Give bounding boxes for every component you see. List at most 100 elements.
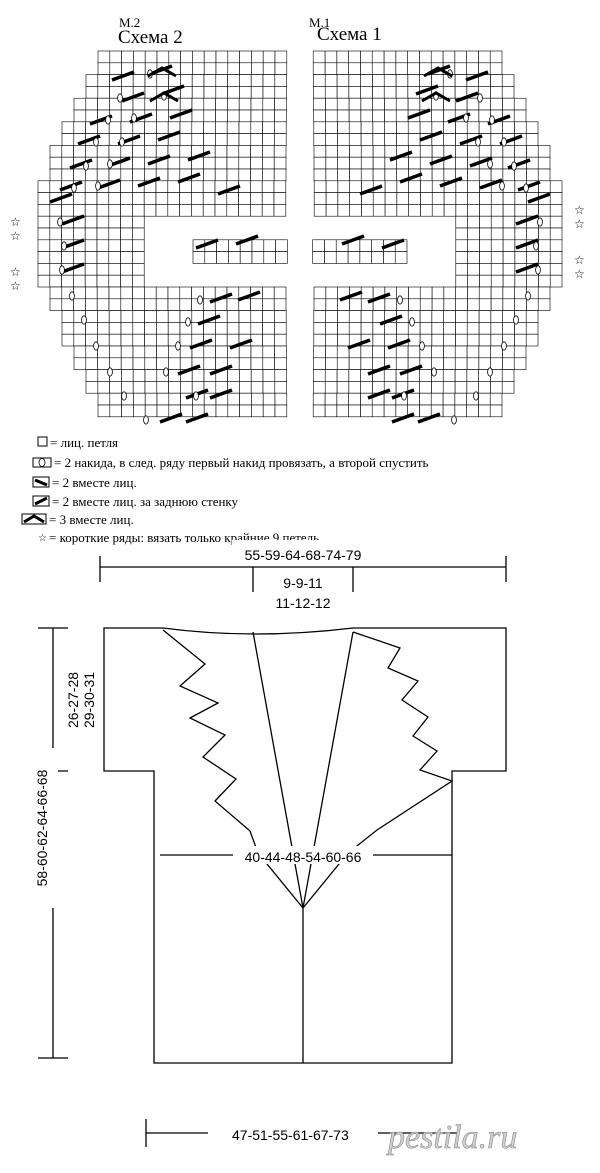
chart-cell [120,121,134,134]
chart-cell [250,381,264,394]
chart-cell [203,345,216,359]
decrease-mark [209,364,233,376]
yarn-over-mark [409,317,415,327]
chart-cell [262,97,275,111]
chart-cell [455,310,468,323]
chart-cell [61,274,74,288]
chart-cell [372,192,386,205]
chart-cell [549,180,563,193]
chart-cell [467,263,480,276]
chart-cell [155,145,169,158]
chart-cell [144,392,158,406]
chart-cell [479,239,492,252]
chart-cell [396,156,409,170]
chart-cell [262,357,275,370]
chart-cell [250,333,263,347]
left-ruffle [162,629,259,854]
chart-cell [203,97,216,111]
neck-width-label-1: 9-9-11 [283,575,323,591]
chart-cell [454,381,468,394]
chart-cell [313,86,326,99]
chart-cell [262,404,276,418]
chart-cell [108,298,122,311]
chart-cell [337,121,350,134]
chart-cell [133,404,146,418]
chart-cell [313,310,326,323]
k3tog-mark [421,91,451,103]
chart-cell [84,192,98,205]
chart-cell [360,109,373,123]
yarn-over-mark [119,137,125,147]
chart-cell [502,215,516,229]
chart-cell [226,192,239,205]
chart-cell [203,133,216,146]
yarn-over-mark [535,265,541,275]
chart-cell [431,145,445,158]
chart-cell [336,86,350,99]
chart-cell [372,74,385,87]
chart-cell [108,333,122,347]
k3tog-mark [147,66,177,78]
chart-cell [407,62,420,75]
chart-cell [408,204,421,217]
chart-cell [479,227,492,241]
chart-cell [419,145,433,158]
chart-cell [85,298,98,311]
chart-cell [348,121,362,134]
chart-cell [313,74,326,87]
chart-cell [383,369,397,382]
chart-cell [313,333,326,347]
yarn-over-mark [57,217,63,227]
chart-cell [430,392,444,406]
chart-cell [239,369,252,382]
chart-cell [443,310,456,323]
chart-cell [251,404,264,418]
chart-cell [360,97,373,111]
total-length-label: 58-60-62-64-66-68 [34,769,50,886]
chart-cell [120,263,133,276]
chart-cell [313,156,327,170]
chart-cell [549,227,563,241]
decrease-mark [177,364,201,376]
chart-cell [238,180,251,193]
chart-cell [251,62,264,75]
chart-cell [478,145,492,158]
chart-cell [132,156,145,170]
chart-cell [203,357,216,370]
short-row-star: ☆ [10,215,21,229]
chart-cell [454,62,467,75]
chart-cell [214,145,228,158]
chart-cell [73,204,86,217]
chart-cell [250,357,264,370]
chart-cell [372,204,386,217]
chart-cell [324,392,338,406]
k3tog-mark [423,66,453,78]
chart-cell [383,74,397,87]
chart-cell [238,322,252,335]
chart-cell [454,345,468,359]
chart-cell [250,369,264,382]
chart-cell [372,109,385,123]
chart-cell [262,286,275,300]
chart-cell [490,251,504,264]
legend: = лиц. петля = 2 накида, в след. ряду пе… [21,435,429,545]
chart-cell [443,192,457,205]
chart-cell [132,345,146,359]
chart-cell [274,333,287,347]
chart-cell [349,180,362,193]
chart-cell [420,180,433,193]
short-row-star: ☆ [574,253,585,267]
chart-cell [372,310,385,323]
chart-cell [108,274,121,288]
chart-cell [132,333,145,347]
chart-cell [479,251,492,264]
yarn-over-mark [463,113,469,123]
chart-cell [215,333,228,347]
chart-cell [49,204,62,217]
chart-cell [336,369,350,382]
chart-cell [85,322,98,335]
chart-cell [85,168,98,182]
chart-cell [179,133,193,146]
chart-cell [489,404,503,418]
chart-cell [155,298,169,311]
